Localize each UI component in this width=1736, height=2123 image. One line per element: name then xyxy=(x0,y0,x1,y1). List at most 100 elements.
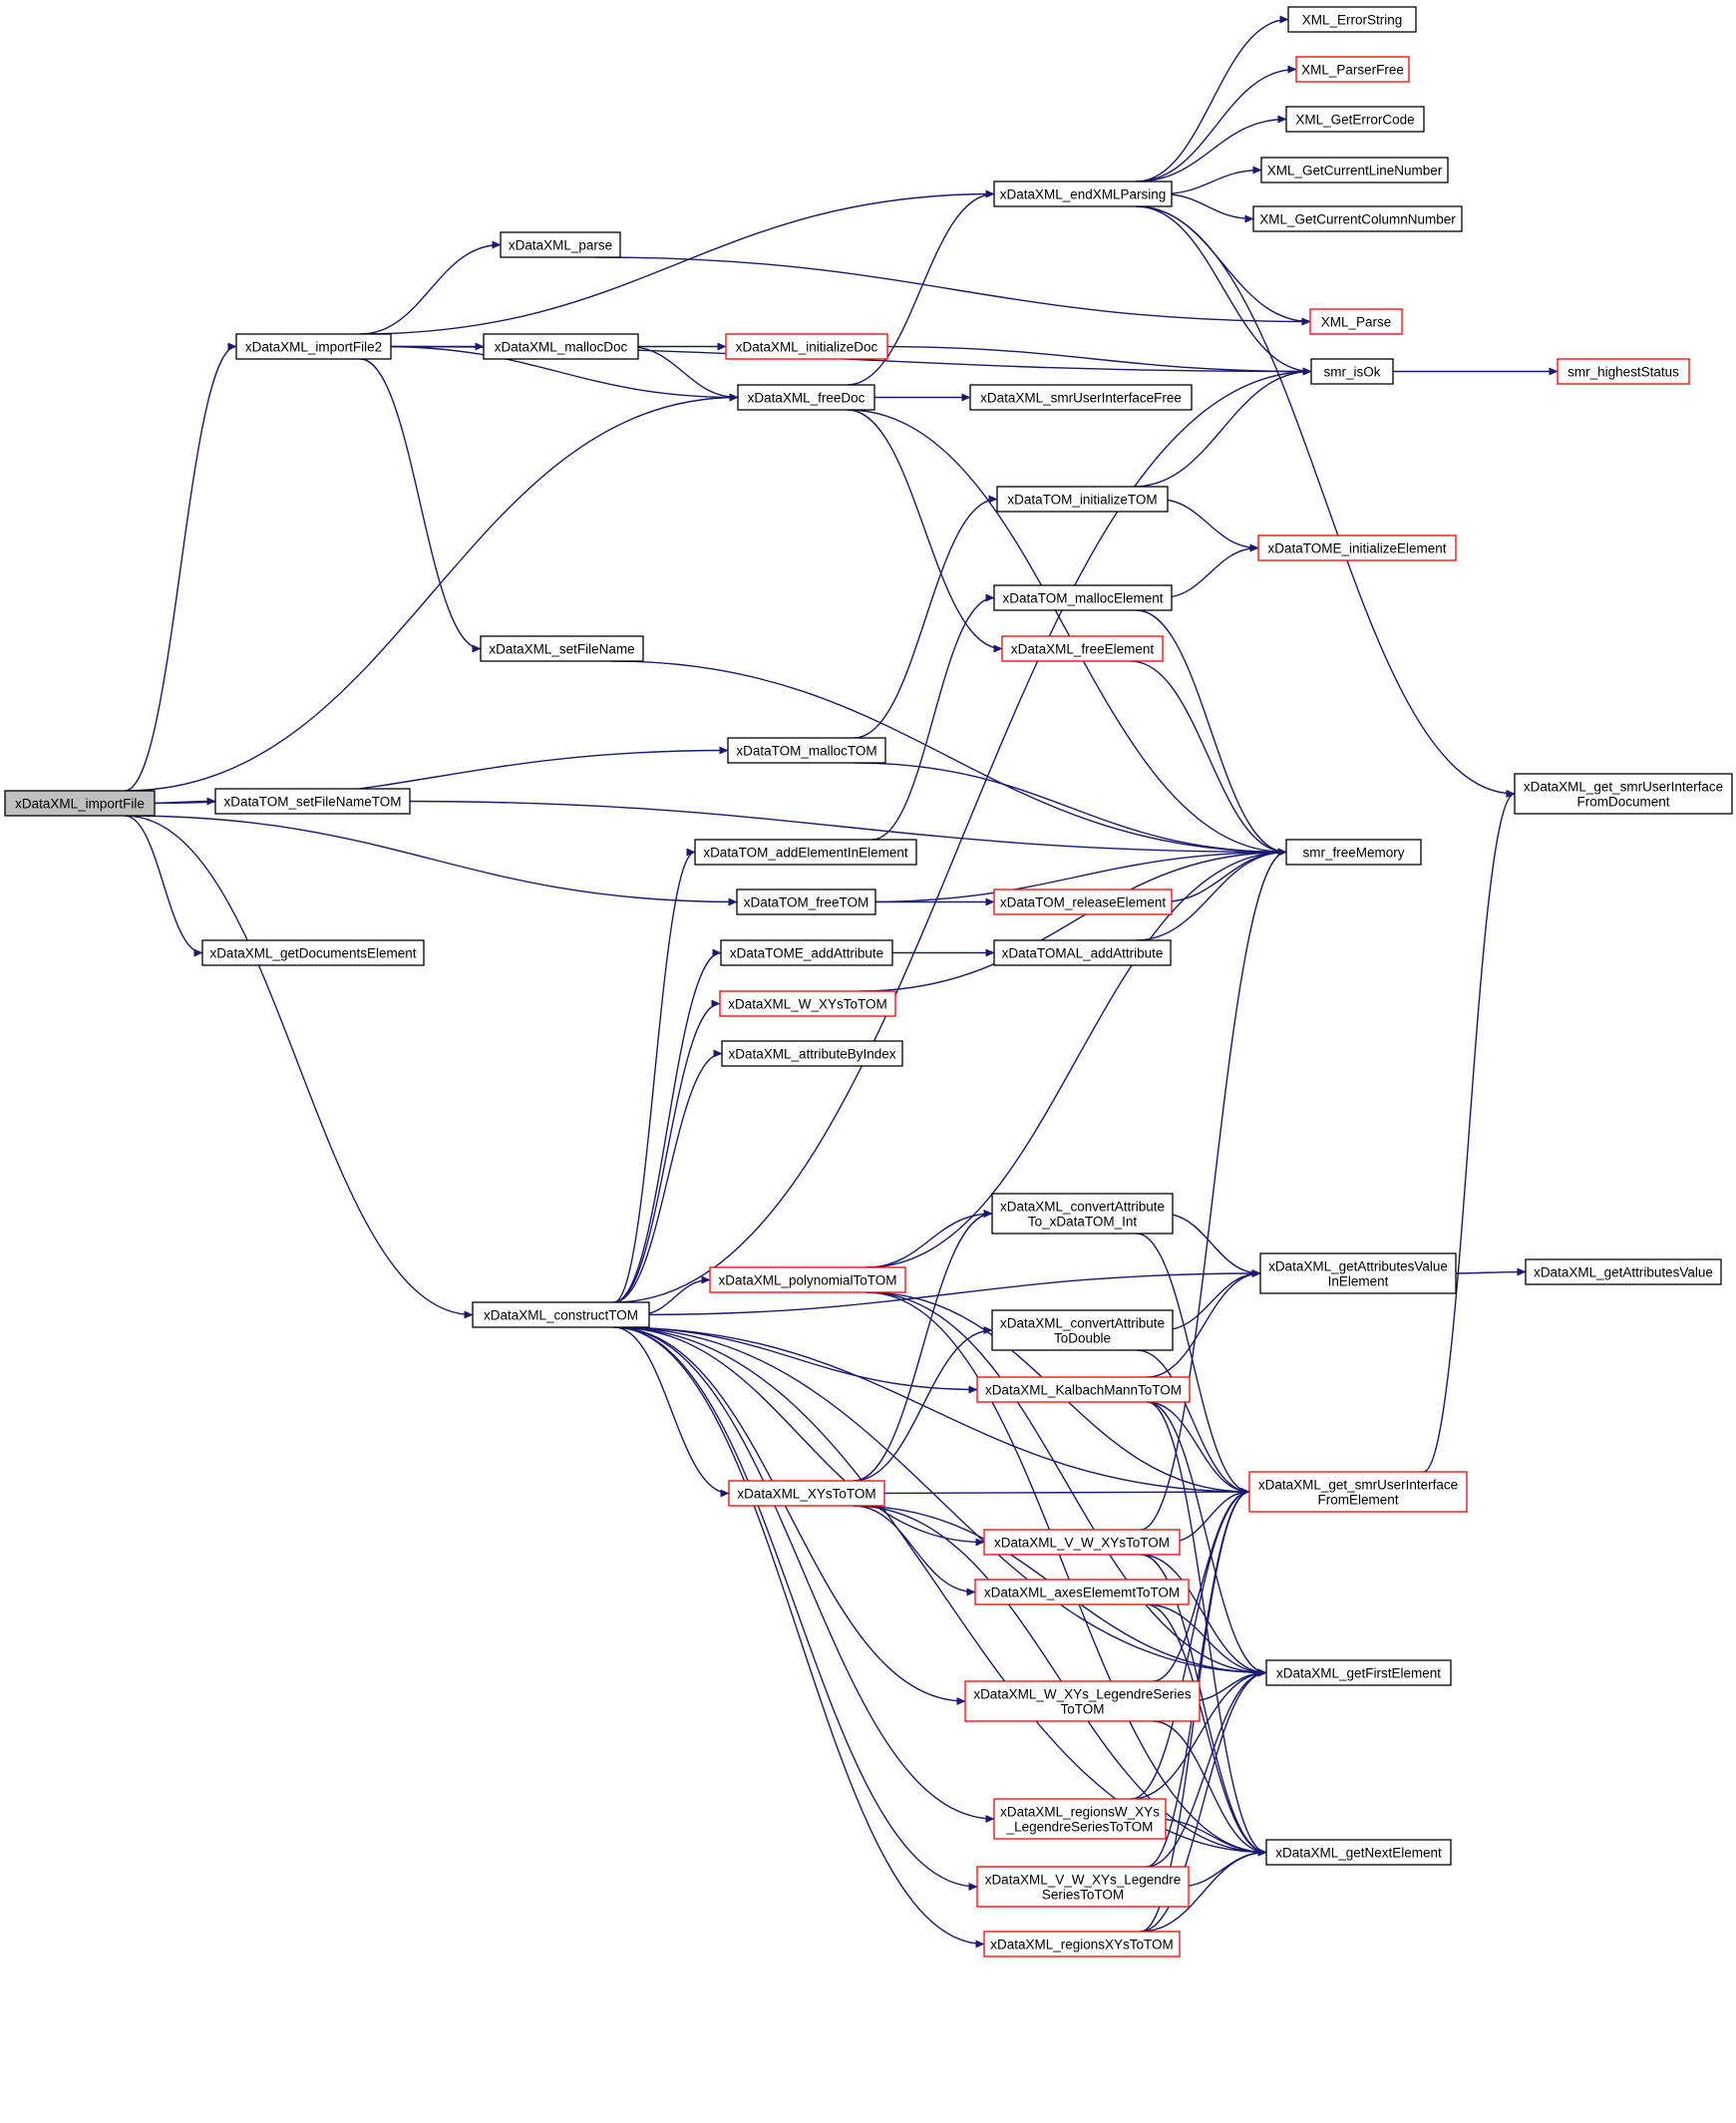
node-box[interactable] xyxy=(736,888,876,915)
node-box[interactable] xyxy=(1525,1258,1722,1285)
node-box[interactable] xyxy=(993,180,1173,207)
node-kalbach-mann-to-tom[interactable]: xDataXML_KalbachMannToTOM xyxy=(976,1376,1191,1403)
node-xml-error-string[interactable]: XML_ErrorString xyxy=(1287,6,1417,33)
node-box[interactable] xyxy=(996,486,1169,513)
node-xml-parser-free[interactable]: XML_ParserFree xyxy=(1295,56,1410,83)
node-xml-get-current-column-number[interactable]: XML_GetCurrentColumnNumber xyxy=(1252,205,1463,232)
node-box[interactable] xyxy=(214,788,411,815)
node-box[interactable] xyxy=(1285,106,1425,133)
node-xml-get-current-line-number[interactable]: XML_GetCurrentLineNumber xyxy=(1260,157,1449,183)
node-box[interactable] xyxy=(201,939,425,966)
node-malloc-doc[interactable]: xDataXML_mallocDoc xyxy=(483,333,639,360)
node-box[interactable] xyxy=(1514,773,1733,815)
node-free-element[interactable]: xDataXML_freeElement xyxy=(1001,635,1164,662)
node-box[interactable] xyxy=(976,1866,1190,1908)
node-initialize-tom[interactable]: xDataTOM_initializeTOM xyxy=(996,486,1169,513)
node-box[interactable] xyxy=(472,1301,650,1328)
node-w-xys-to-tom[interactable]: xDataXML_W_XYsToTOM xyxy=(719,990,896,1017)
node-box[interactable] xyxy=(993,584,1173,611)
node-free-tom[interactable]: xDataTOM_freeTOM xyxy=(736,888,876,915)
node-import-file2[interactable]: xDataXML_importFile2 xyxy=(235,333,392,360)
node-box[interactable] xyxy=(1285,839,1422,866)
node-box[interactable] xyxy=(720,939,893,966)
node-box[interactable] xyxy=(1257,534,1457,561)
node-smr-user-interface-free[interactable]: xDataXML_smrUserInterfaceFree xyxy=(969,384,1193,411)
node-box[interactable] xyxy=(969,384,1193,411)
node-tome-add-attribute[interactable]: xDataTOME_addAttribute xyxy=(720,939,893,966)
node-free-doc[interactable]: xDataXML_freeDoc xyxy=(737,384,875,411)
node-smr-free-memory[interactable]: smr_freeMemory xyxy=(1285,839,1422,866)
node-release-element[interactable]: xDataTOM_releaseElement xyxy=(993,888,1173,915)
node-box[interactable] xyxy=(1260,157,1449,183)
node-box[interactable] xyxy=(1252,205,1463,232)
node-box[interactable] xyxy=(709,1266,906,1293)
node-malloc-element[interactable]: xDataTOM_mallocElement xyxy=(993,584,1173,611)
node-v-w-xys-to-tom[interactable]: xDataXML_V_W_XYsToTOM xyxy=(983,1529,1181,1556)
node-box[interactable] xyxy=(1310,358,1394,385)
node-box[interactable] xyxy=(964,1680,1201,1722)
node-box[interactable] xyxy=(991,1193,1174,1235)
node-box[interactable] xyxy=(993,1798,1167,1840)
node-smr-highest-status[interactable]: smr_highestStatus xyxy=(1557,358,1690,385)
node-box[interactable] xyxy=(1259,1252,1457,1294)
node-box[interactable] xyxy=(974,1579,1190,1605)
node-get-smr-ui-from-document[interactable]: xDataXML_get_smrUserInterfaceFromDocumen… xyxy=(1514,773,1733,815)
node-box[interactable] xyxy=(480,635,644,662)
node-box[interactable] xyxy=(976,1376,1191,1403)
node-box[interactable] xyxy=(1248,1471,1468,1513)
node-get-attributes-value[interactable]: xDataXML_getAttributesValue xyxy=(1525,1258,1722,1285)
node-get-documents-element[interactable]: xDataXML_getDocumentsElement xyxy=(201,939,425,966)
node-end-xmlparsing[interactable]: xDataXML_endXMLParsing xyxy=(993,180,1173,207)
node-box[interactable] xyxy=(1557,358,1690,385)
node-box[interactable] xyxy=(719,990,896,1017)
node-box[interactable] xyxy=(235,333,392,360)
node-smr-is-ok[interactable]: smr_isOk xyxy=(1310,358,1394,385)
node-box[interactable] xyxy=(1001,635,1164,662)
node-v-w-xys-legendre[interactable]: xDataXML_V_W_XYs_LegendreSeriesToTOM xyxy=(976,1866,1190,1908)
node-import-file[interactable]: xDataXML_importFile xyxy=(4,790,156,817)
node-box[interactable] xyxy=(483,333,639,360)
node-box[interactable] xyxy=(1309,308,1403,335)
node-tomal-add-attribute[interactable]: xDataTOMAL_addAttribute xyxy=(993,939,1172,966)
node-initialize-doc[interactable]: xDataXML_initializeDoc xyxy=(725,333,888,360)
node-initialize-element[interactable]: xDataTOME_initializeElement xyxy=(1257,534,1457,561)
node-set-file-name[interactable]: xDataXML_setFileName xyxy=(480,635,644,662)
node-box[interactable] xyxy=(983,1931,1181,1957)
node-xml-parse[interactable]: XML_Parse xyxy=(1309,308,1403,335)
node-regions-w-xys-legendre[interactable]: xDataXML_regionsW_XYs_LegendreSeriesToTO… xyxy=(993,1798,1167,1840)
node-w-xys-legendre[interactable]: xDataXML_W_XYs_LegendreSeriesToTOM xyxy=(964,1680,1201,1722)
node-add-element-in-element[interactable]: xDataTOM_addElementInElement xyxy=(694,839,917,866)
node-box[interactable] xyxy=(721,1040,903,1067)
node-malloc-tom[interactable]: xDataTOM_mallocTOM xyxy=(727,737,886,764)
node-box[interactable] xyxy=(728,1480,885,1507)
node-get-first-element[interactable]: xDataXML_getFirstElement xyxy=(1265,1659,1452,1686)
node-box[interactable] xyxy=(4,790,156,817)
node-box[interactable] xyxy=(1265,1839,1452,1866)
node-box[interactable] xyxy=(983,1529,1181,1556)
node-box[interactable] xyxy=(727,737,886,764)
node-box[interactable] xyxy=(694,839,917,866)
node-get-next-element[interactable]: xDataXML_getNextElement xyxy=(1265,1839,1452,1866)
node-axes-elememt-to-tom[interactable]: xDataXML_axesElememtToTOM xyxy=(974,1579,1190,1605)
node-xys-to-tom[interactable]: xDataXML_XYsToTOM xyxy=(728,1480,885,1507)
node-box[interactable] xyxy=(500,231,621,258)
node-set-file-name-tom[interactable]: xDataTOM_setFileNameTOM xyxy=(214,788,411,815)
node-box[interactable] xyxy=(1287,6,1417,33)
node-regions-xys-to-tom[interactable]: xDataXML_regionsXYsToTOM xyxy=(983,1931,1181,1957)
node-box[interactable] xyxy=(993,939,1172,966)
node-polynomial-to-tom[interactable]: xDataXML_polynomialToTOM xyxy=(709,1266,906,1293)
node-box[interactable] xyxy=(1295,56,1410,83)
node-xml-get-error-code[interactable]: XML_GetErrorCode xyxy=(1285,106,1425,133)
node-box[interactable] xyxy=(993,888,1173,915)
node-box[interactable] xyxy=(1265,1659,1452,1686)
node-parse[interactable]: xDataXML_parse xyxy=(500,231,621,258)
node-construct-tom[interactable]: xDataXML_constructTOM xyxy=(472,1301,650,1328)
node-box[interactable] xyxy=(737,384,875,411)
node-box[interactable] xyxy=(991,1309,1174,1351)
node-attribute-by-index[interactable]: xDataXML_attributeByIndex xyxy=(721,1040,903,1067)
node-box[interactable] xyxy=(725,333,888,360)
